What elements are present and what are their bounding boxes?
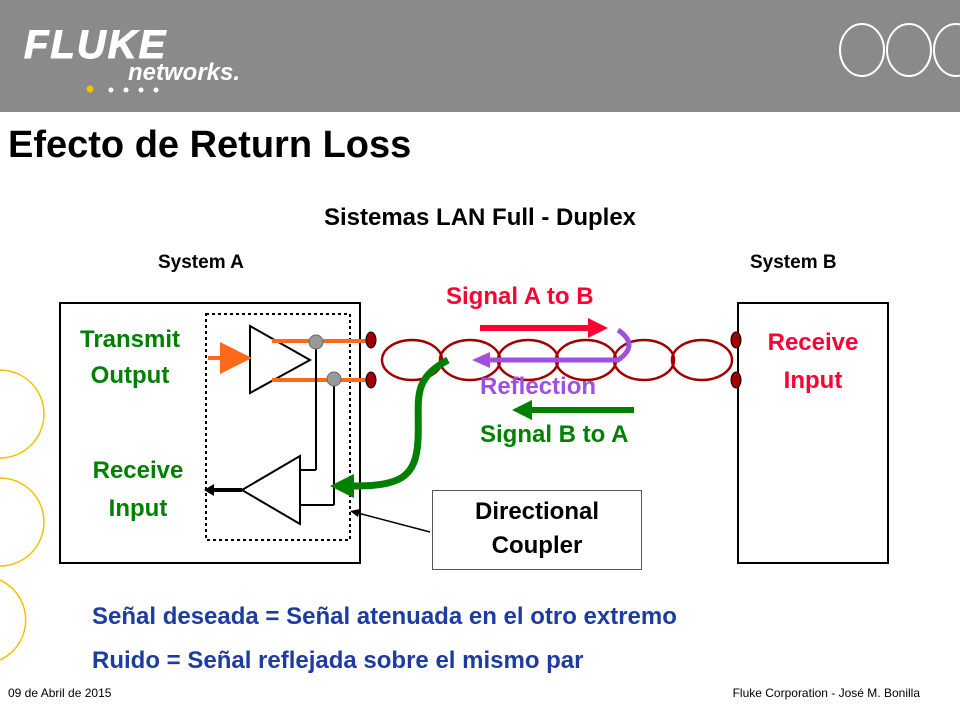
coupler-pointer-arrowhead <box>350 509 360 517</box>
note-line-2: Ruido = Señal reflejada sobre el mismo p… <box>92 647 584 674</box>
transmit-output-label: Transmit Output <box>60 322 200 394</box>
header-circles-decoration <box>839 23 960 77</box>
receive-output-arrowhead <box>204 484 214 496</box>
header-band: FLUKE networks. <box>0 0 960 112</box>
coupler-node-top <box>308 334 324 350</box>
transmit-output-line1: Transmit <box>79 326 181 353</box>
signal-b-to-a-label: Signal B to A <box>480 421 629 448</box>
transmit-output-line2: Output <box>90 362 170 389</box>
receive-input-b-line2: Input <box>783 367 843 394</box>
receive-amplifier <box>240 454 301 526</box>
header-graphics: FLUKE networks. <box>24 23 960 93</box>
coupler-node-bottom <box>326 371 342 387</box>
coupler-return-arrowhead <box>330 474 354 498</box>
reflection-arrowhead <box>472 352 490 368</box>
system-b-box <box>737 302 889 564</box>
directional-coupler-label: Directional Coupler <box>432 490 642 570</box>
coupler-line1: Directional <box>474 498 600 525</box>
footer-author: Fluke Corporation - José M. Bonilla <box>732 686 920 700</box>
reflection-label: Reflection <box>480 373 597 400</box>
brand-logo-sub: networks. <box>128 59 240 86</box>
coupler-region-box <box>205 313 351 541</box>
receive-input-b-label: Receive Input <box>742 324 884 400</box>
receive-input-b-line1: Receive <box>767 329 859 356</box>
slide-subtitle: Sistemas LAN Full - Duplex <box>323 204 637 231</box>
cable-connectors <box>365 331 742 389</box>
signal-b-to-a-arrowhead <box>512 400 532 420</box>
slide-title: Efecto de Return Loss <box>8 124 412 166</box>
receive-input-a-line1: Receive <box>92 457 184 484</box>
coupler-line2: Coupler <box>491 532 583 559</box>
left-arcs-decoration <box>0 369 45 661</box>
coupler-pointer-line <box>353 511 431 533</box>
receive-input-a-label: Receive Input <box>68 452 208 528</box>
note-line-1: Señal deseada = Señal atenuada en el otr… <box>92 603 677 630</box>
system-a-label: System A <box>158 252 244 273</box>
system-b-label: System B <box>750 252 837 273</box>
signal-a-to-b-arrowhead <box>588 318 608 338</box>
footer-date: 09 de Abril de 2015 <box>8 686 112 700</box>
reflection-arrow <box>488 327 632 363</box>
brand-dots <box>86 85 159 93</box>
coupler-return-path <box>351 356 450 490</box>
signal-a-to-b-label: Signal A to B <box>446 283 594 310</box>
brand-logo-main: FLUKE <box>24 23 167 67</box>
receive-input-a-line2: Input <box>108 495 168 522</box>
